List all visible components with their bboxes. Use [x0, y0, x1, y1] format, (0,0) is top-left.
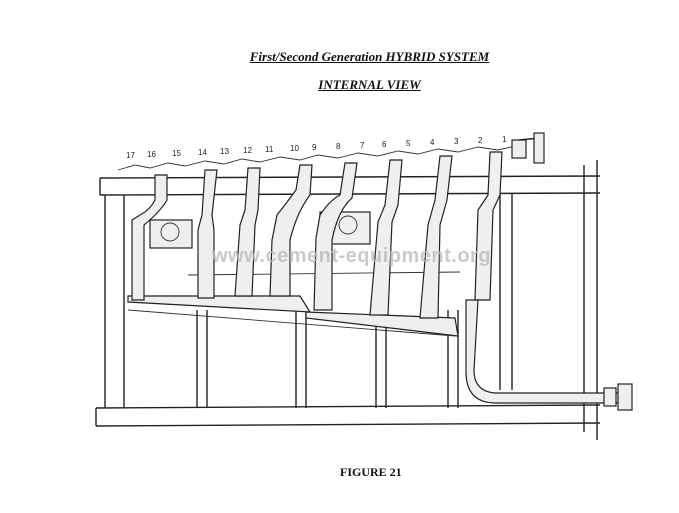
unit-label: 4 — [430, 138, 435, 147]
watermark-text: www.cement-equipment.org — [212, 245, 492, 267]
diagram-subtitle: INTERNAL VIEW — [318, 77, 421, 92]
drop-pipes — [131, 151, 633, 411]
figure-caption: FIGURE 21 — [340, 465, 402, 479]
unit-label: 17 — [126, 151, 135, 160]
unit-number-labels: 17 16 15 14 13 12 11 10 9 8 7 6 5 4 3 2 … — [126, 135, 507, 160]
unit-label: 1 — [502, 135, 507, 144]
unit-label: 11 — [265, 145, 274, 154]
unit-label: 6 — [382, 140, 387, 149]
unit-label: 7 — [360, 141, 365, 150]
unit-label: 14 — [198, 148, 207, 157]
unit-label: 5 — [406, 139, 411, 148]
unit-label: 16 — [147, 150, 156, 159]
unit-label: 2 — [478, 136, 483, 145]
sloped-trough — [127, 295, 459, 337]
unit-label: 8 — [336, 142, 341, 151]
unit-label: 15 — [172, 149, 181, 158]
unit-label: 3 — [454, 137, 459, 146]
unit-label: 12 — [243, 146, 252, 155]
nozzle-1 — [511, 132, 545, 164]
injector-row — [117, 132, 545, 171]
unit-label: 10 — [290, 144, 299, 153]
unit-label: 13 — [220, 147, 229, 156]
diagram-title: First/Second Generation HYBRID SYSTEM — [249, 49, 490, 64]
unit-label: 9 — [312, 143, 317, 152]
